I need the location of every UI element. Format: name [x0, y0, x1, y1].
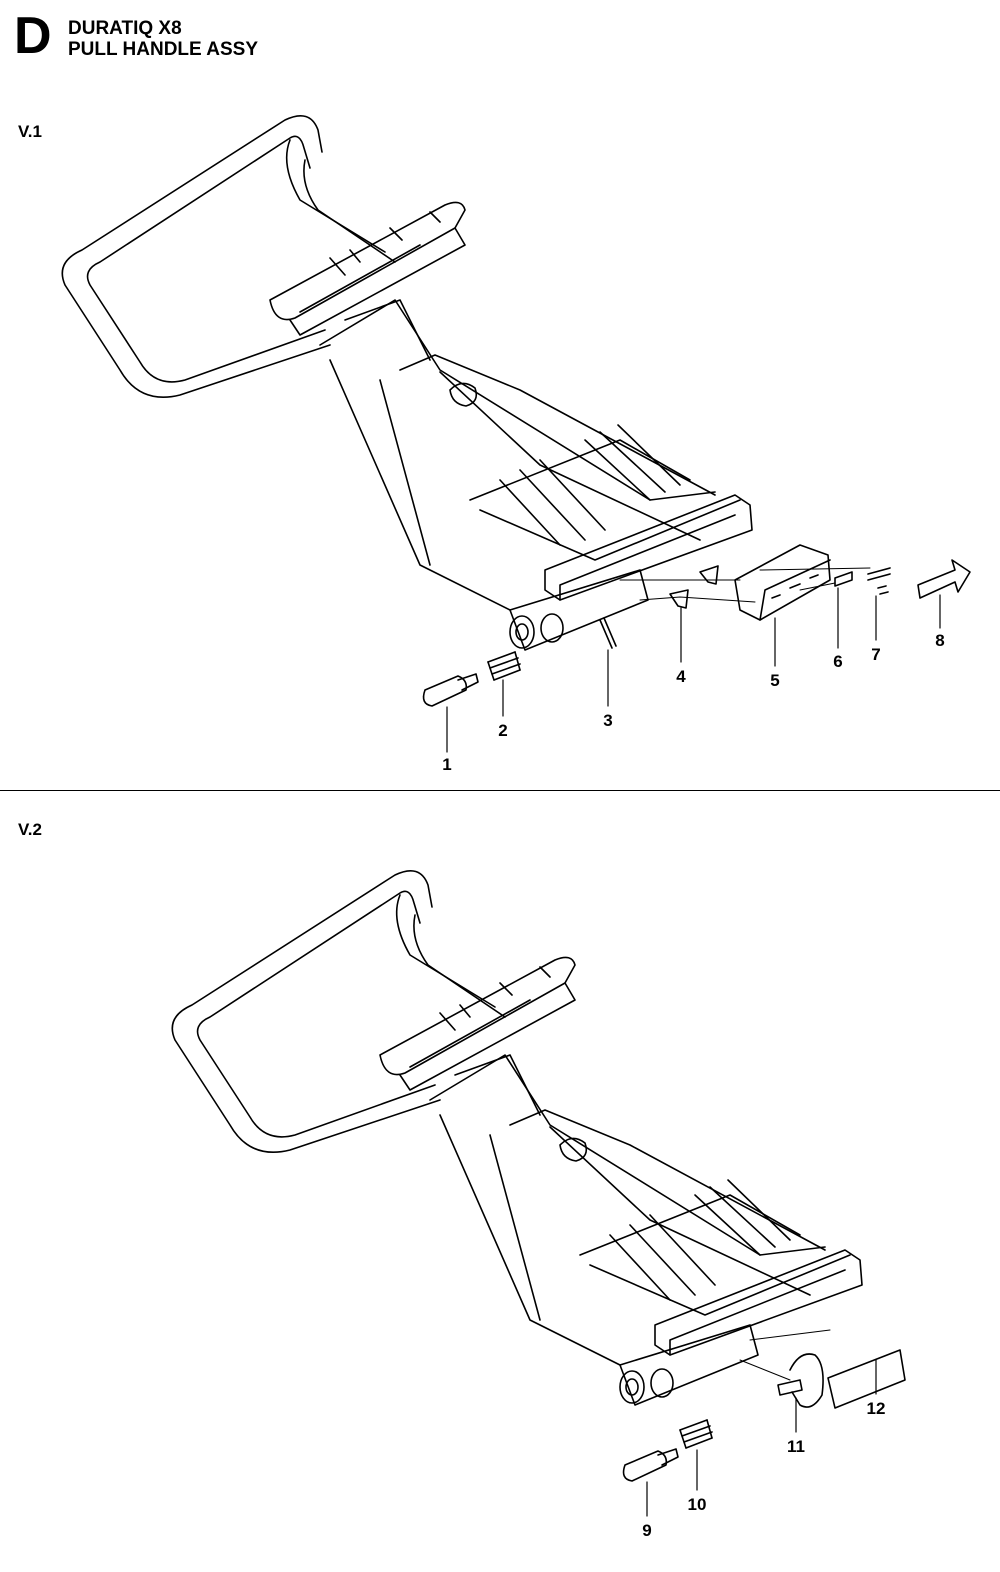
assembly-name: PULL HANDLE ASSY: [68, 39, 259, 60]
callout-9: 9: [642, 1521, 651, 1540]
title-block: DURATIQ X8 PULL HANDLE ASSY: [68, 18, 258, 60]
callout-3: 3: [603, 711, 612, 730]
callout-8: 8: [935, 631, 944, 650]
callout-1: 1: [442, 755, 451, 774]
callout-5: 5: [770, 671, 779, 690]
callout-2: 2: [498, 721, 507, 740]
callout-4: 4: [676, 667, 686, 686]
callouts-v2: 9 10 11 12: [642, 1399, 885, 1540]
callout-12: 12: [867, 1399, 886, 1418]
callout-7: 7: [871, 645, 880, 664]
exploded-parts-v2: [622, 1329, 906, 1482]
leader-lines-v1: [446, 587, 941, 753]
view-label-v1: V.1: [18, 122, 42, 141]
callouts-v1: 1 2 3 4 5 6 7 8: [442, 631, 944, 774]
handle-assembly-v1: [61, 114, 753, 651]
callout-11: 11: [787, 1437, 805, 1456]
callout-10: 10: [688, 1495, 707, 1514]
exploded-parts-v1: [422, 544, 971, 707]
handle-assembly-v2: [171, 869, 863, 1406]
view-label-v2: V.2: [18, 820, 42, 839]
leader-lines-v2: [646, 1359, 877, 1517]
section-letter: D: [14, 7, 52, 65]
model-name: DURATIQ X8: [68, 18, 182, 39]
callout-6: 6: [833, 652, 842, 671]
section-divider: [0, 790, 1000, 791]
